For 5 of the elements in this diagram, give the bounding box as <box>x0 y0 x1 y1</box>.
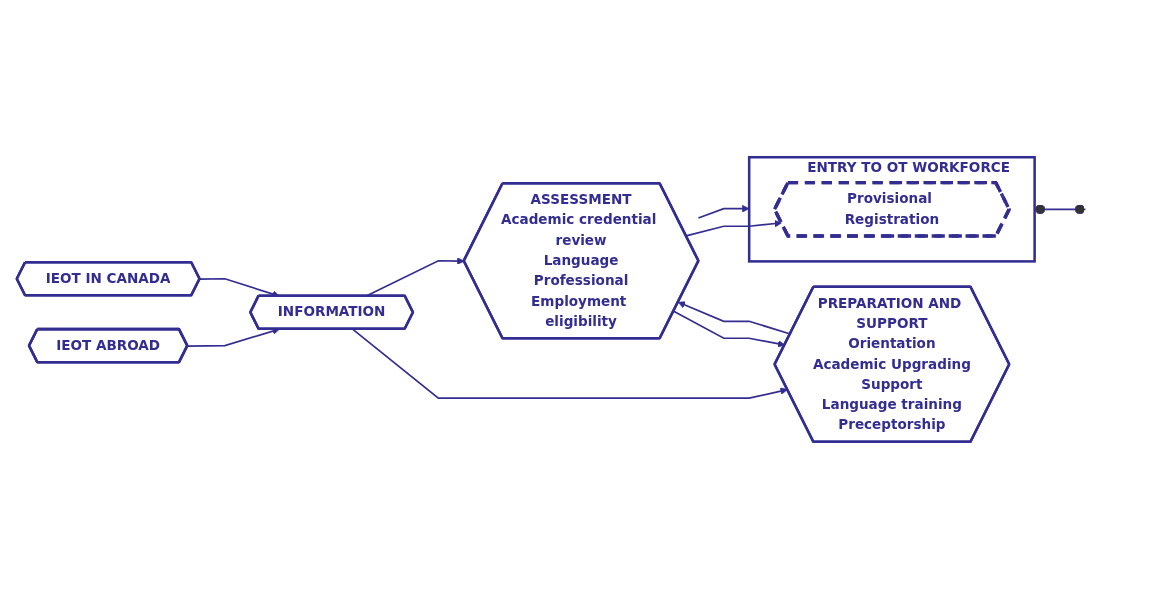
connector <box>1033 204 1087 215</box>
arrow <box>672 310 786 348</box>
arrow <box>351 328 788 399</box>
arrow <box>697 204 750 219</box>
arrow <box>685 219 782 237</box>
